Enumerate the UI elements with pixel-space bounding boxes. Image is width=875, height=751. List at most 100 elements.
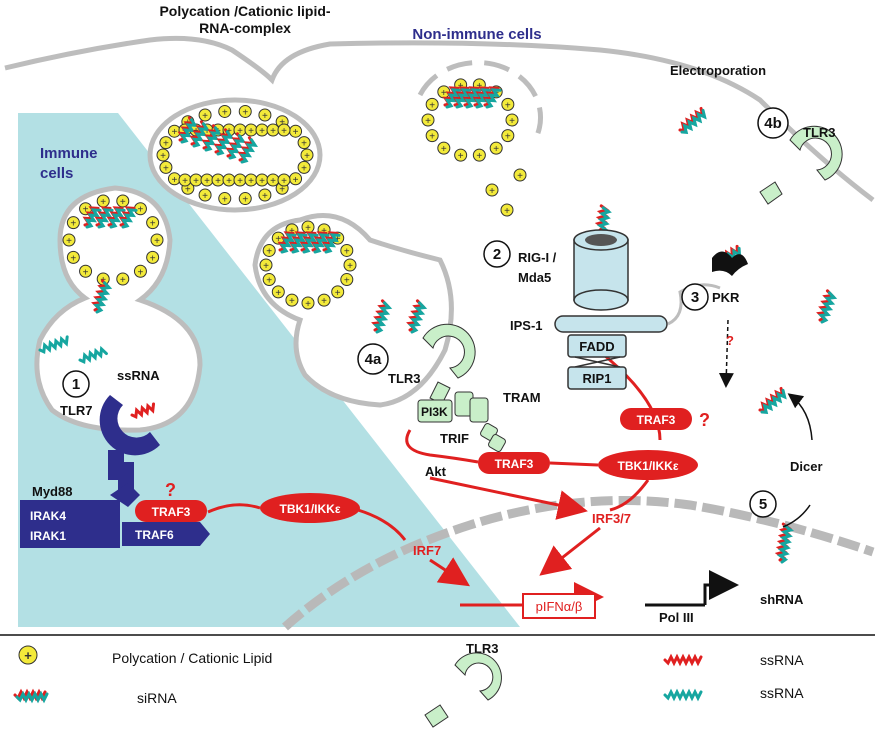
step-5: 5 <box>759 496 767 513</box>
bead <box>501 129 515 143</box>
svg-text:+: + <box>259 126 265 137</box>
bead <box>238 104 252 118</box>
bead <box>133 264 147 278</box>
svg-text:+: + <box>505 132 511 143</box>
rna-segment <box>663 653 703 667</box>
legend-tlr3: TLR3 <box>466 641 499 656</box>
svg-text:+: + <box>305 299 311 310</box>
rna-segment <box>290 233 308 254</box>
svg-text:+: + <box>120 275 126 286</box>
bead <box>505 113 519 127</box>
rip1-box <box>567 366 627 390</box>
bead <box>317 293 331 307</box>
endosome-immune <box>34 185 203 433</box>
svg-text:+: + <box>163 139 169 150</box>
uptake-vesicle <box>147 97 323 213</box>
svg-text:+: + <box>138 267 144 278</box>
svg-text:+: + <box>489 186 495 197</box>
svg-text:+: + <box>202 191 208 202</box>
bead <box>300 148 314 162</box>
bead <box>159 136 173 150</box>
step-2: 2 <box>493 246 501 263</box>
svg-text:+: + <box>270 126 276 137</box>
bead <box>301 296 315 310</box>
svg-text:+: + <box>275 288 281 299</box>
bead <box>258 188 272 202</box>
rig-i-receptor <box>573 229 629 311</box>
rna-segment <box>96 208 114 229</box>
svg-text:+: + <box>279 118 285 129</box>
svg-text:+: + <box>222 195 228 206</box>
rna-segment <box>203 126 223 152</box>
svg-text:+: + <box>505 100 511 111</box>
svg-text:+: + <box>335 288 341 299</box>
irf37-label: IRF3/7 <box>592 511 631 526</box>
bead <box>500 203 514 217</box>
mda5-label: Mda5 <box>518 270 551 285</box>
svg-text:+: + <box>70 253 76 264</box>
bead <box>454 148 468 162</box>
svg-text:+: + <box>242 107 248 118</box>
svg-text:+: + <box>172 127 178 138</box>
pifn-label: pIFNα/β <box>536 599 583 614</box>
legend-ssrna-red: ssRNA <box>760 652 804 668</box>
bead <box>258 108 272 122</box>
complex-title-2: RNA-complex <box>199 20 291 36</box>
svg-text:+: + <box>83 205 89 216</box>
svg-text:+: + <box>259 176 265 187</box>
tbk1-ellipse-main <box>598 450 698 480</box>
pi3k-label: PI3K <box>421 405 448 419</box>
fadd-rip1-link <box>574 356 621 368</box>
svg-text:+: + <box>279 184 285 195</box>
svg-text:+: + <box>150 219 156 230</box>
svg-text:+: + <box>150 253 156 264</box>
mito-membrane <box>667 283 721 326</box>
bead <box>472 148 486 162</box>
svg-text:+: + <box>289 296 295 307</box>
dicer-label: Dicer <box>790 459 823 474</box>
bead <box>425 129 439 143</box>
rigi-label: RIG-I / <box>518 250 557 265</box>
svg-text:+: + <box>347 261 353 272</box>
rna-segment <box>373 301 393 334</box>
rna-segment <box>464 88 482 109</box>
bead <box>437 141 451 155</box>
rna-segment <box>680 108 707 135</box>
dicer-arrow-lower <box>782 504 811 528</box>
svg-text:+: + <box>281 176 287 187</box>
svg-text:+: + <box>160 151 166 162</box>
pol3-label: Pol III <box>659 610 694 625</box>
svg-text:+: + <box>222 107 228 118</box>
svg-text:+: + <box>237 126 243 137</box>
svg-text:+: + <box>24 648 32 663</box>
svg-text:+: + <box>304 151 310 162</box>
svg-text:+: + <box>441 88 447 99</box>
rna-segment <box>408 301 428 334</box>
tlr3-membrane-label: TLR3 <box>803 125 836 140</box>
rna-segment <box>312 233 330 254</box>
traf3-pill-trif <box>478 452 550 474</box>
pifn-promoter-box <box>522 593 596 619</box>
irf7-label: IRF7 <box>413 543 441 558</box>
bead <box>501 97 515 111</box>
svg-text:+: + <box>172 175 178 186</box>
bead <box>277 173 291 187</box>
bead <box>156 148 170 162</box>
bead <box>277 123 291 137</box>
complex-title: Polycation /Cationic lipid- <box>159 3 330 19</box>
svg-text:+: + <box>185 184 191 195</box>
svg-text:+: + <box>476 151 482 162</box>
bead <box>146 250 160 264</box>
rna-segment <box>663 688 703 702</box>
tlr7-label: TLR7 <box>60 403 93 418</box>
legend-tlr3-icon <box>424 652 502 728</box>
traf3-pill-immune <box>135 500 207 522</box>
rna-segment <box>818 291 838 324</box>
rna-segment <box>191 122 211 148</box>
svg-text:+: + <box>248 176 254 187</box>
svg-text:+: + <box>182 176 188 187</box>
bead <box>425 97 439 111</box>
fadd-box <box>567 334 627 358</box>
bead <box>79 264 93 278</box>
svg-text:+: + <box>275 234 281 245</box>
